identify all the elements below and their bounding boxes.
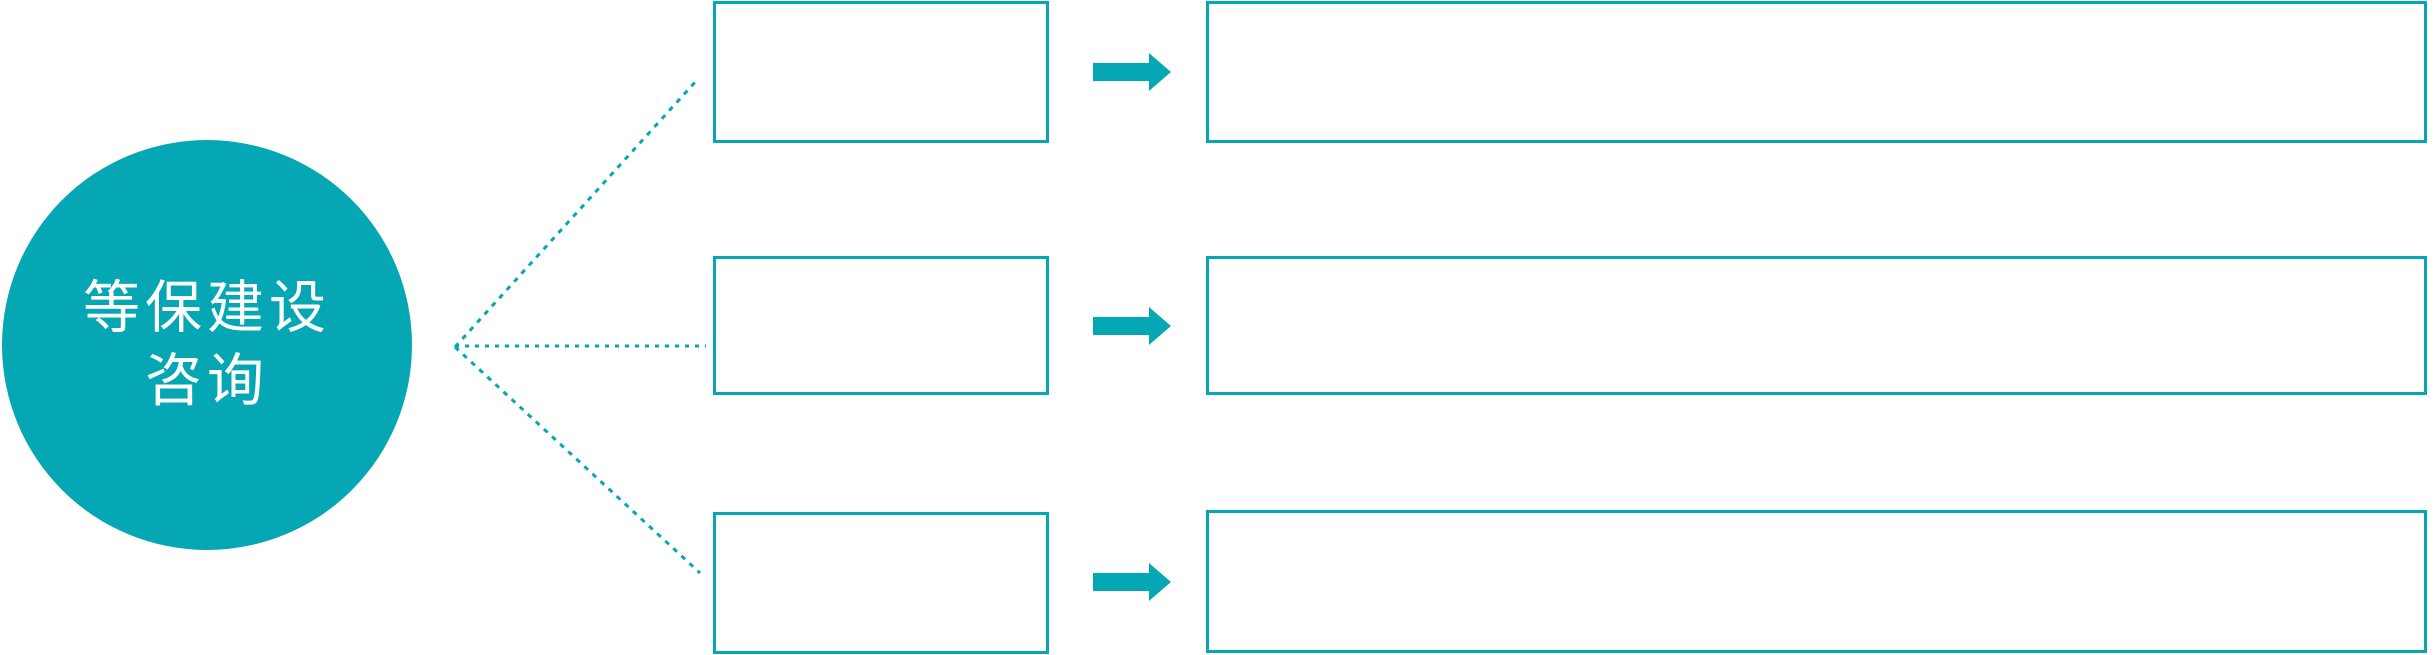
category-box-2 — [713, 256, 1049, 395]
detail-box-2 — [1206, 256, 2427, 395]
dotted-connector-bottom — [453, 345, 702, 575]
dotted-connector-top — [453, 78, 699, 349]
detail-box-3 — [1206, 510, 2427, 653]
arrow-right-icon — [1093, 307, 1171, 345]
topic-title-line2: 咨询 — [145, 349, 269, 413]
arrow-right-icon — [1093, 563, 1171, 601]
arrow-right-icon — [1093, 53, 1171, 91]
detail-box-1 — [1206, 1, 2427, 143]
category-box-1 — [713, 1, 1049, 143]
topic-title-line1: 等保建设 — [83, 276, 331, 340]
topic-circle: 等保建设 咨询 — [2, 140, 412, 550]
category-box-3 — [713, 512, 1049, 654]
